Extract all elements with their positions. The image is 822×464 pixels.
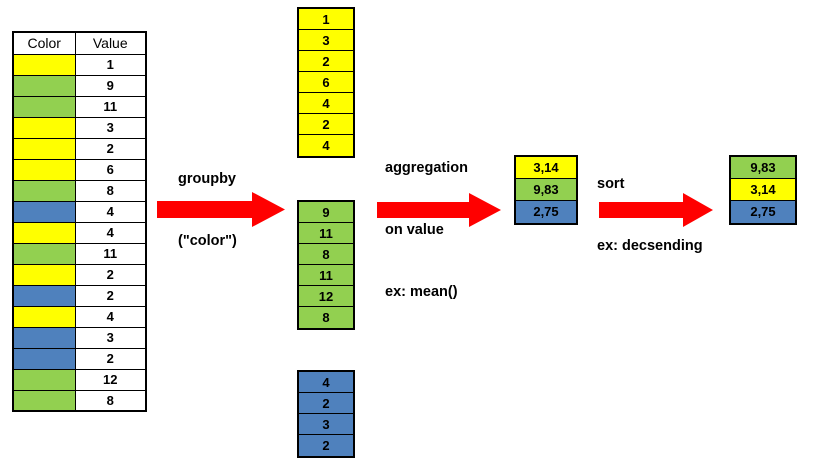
cell-value: 8 <box>74 179 147 202</box>
cell-value: 6 <box>74 158 147 181</box>
cell-value: 12 <box>74 368 147 391</box>
table-row: 11 <box>12 242 147 265</box>
arrow-aggregation-icon <box>377 193 501 232</box>
cell-color-swatch <box>12 347 76 370</box>
label-aggregation-line1: aggregation <box>385 160 468 177</box>
group-cell-green: 11 <box>299 223 353 244</box>
table-row: 4 <box>12 221 147 244</box>
cell-value: 11 <box>74 242 147 265</box>
table-row: 2 <box>12 284 147 307</box>
table-row: 2 <box>12 137 147 160</box>
label-aggregation-line3: ex: mean() <box>385 283 458 300</box>
group-cell-yellow: 4 <box>299 135 353 156</box>
group-cell-green: 8 <box>299 244 353 265</box>
cell-color-swatch <box>12 368 76 391</box>
group-cell-blue: 2 <box>299 393 353 414</box>
table-row: 6 <box>12 158 147 181</box>
cell-value: 3 <box>74 326 147 349</box>
cell-color-swatch <box>12 242 76 265</box>
table-row: 9 <box>12 74 147 97</box>
table-header-row: Color Value <box>12 31 147 55</box>
group-cell-yellow: 3 <box>299 30 353 51</box>
cell-color-swatch <box>12 95 76 118</box>
label-sort: sort ex: decsending <box>597 133 703 298</box>
cell-color-swatch <box>12 284 76 307</box>
table-row: 4 <box>12 200 147 223</box>
group-cell-green: 11 <box>299 265 353 286</box>
table-row: 2 <box>12 263 147 286</box>
label-aggregation: aggregation on value ex: mean() <box>385 117 468 343</box>
table-row: 1 <box>12 53 147 76</box>
cell-value: 2 <box>74 284 147 307</box>
cell-color-swatch <box>12 221 76 244</box>
table-row: 8 <box>12 389 147 412</box>
group-cell-blue: 4 <box>299 372 353 393</box>
aggregated-cell: 9,83 <box>516 179 576 201</box>
table-row: 2 <box>12 347 147 370</box>
cell-value: 2 <box>74 263 147 286</box>
group-cell-yellow: 6 <box>299 72 353 93</box>
group-cell-green: 9 <box>299 202 353 223</box>
sorted-cell: 3,14 <box>731 179 795 201</box>
cell-color-swatch <box>12 326 76 349</box>
group-cell-yellow: 1 <box>299 9 353 30</box>
cell-color-swatch <box>12 116 76 139</box>
cell-color-swatch <box>12 74 76 97</box>
cell-value: 8 <box>74 389 147 412</box>
aggregated-cell: 2,75 <box>516 201 576 223</box>
table-row: 4 <box>12 305 147 328</box>
arrow-groupby-icon <box>157 192 285 232</box>
cell-value: 4 <box>74 200 147 223</box>
label-groupby: groupby ("color") <box>178 128 237 293</box>
label-sort-line2: ex: decsending <box>597 237 703 254</box>
cell-value: 2 <box>74 347 147 370</box>
cell-color-swatch <box>12 179 76 202</box>
cell-color-swatch <box>12 137 76 160</box>
group-cell-blue: 2 <box>299 435 353 456</box>
group-cell-yellow: 2 <box>299 51 353 72</box>
header-value: Value <box>74 31 147 55</box>
label-groupby-line1: groupby <box>178 171 236 188</box>
group-cell-yellow: 4 <box>299 93 353 114</box>
arrow-sort-icon <box>599 193 713 232</box>
label-groupby-line2: ("color") <box>178 232 237 249</box>
group-cell-green: 8 <box>299 307 353 328</box>
aggregated-cell: 3,14 <box>516 157 576 179</box>
cell-value: 11 <box>74 95 147 118</box>
cell-color-swatch <box>12 53 76 76</box>
cell-value: 9 <box>74 74 147 97</box>
cell-value: 4 <box>74 221 147 244</box>
group-cell-blue: 3 <box>299 414 353 435</box>
table-row: 3 <box>12 326 147 349</box>
table-row: 12 <box>12 368 147 391</box>
label-sort-line1: sort <box>597 176 625 193</box>
cell-color-swatch <box>12 389 76 412</box>
group-cell-yellow: 2 <box>299 114 353 135</box>
cell-color-swatch <box>12 305 76 328</box>
table-row: 3 <box>12 116 147 139</box>
group-cell-green: 12 <box>299 286 353 307</box>
cell-color-swatch <box>12 200 76 223</box>
label-aggregation-line2: on value <box>385 221 444 238</box>
cell-value: 4 <box>74 305 147 328</box>
sorted-cell: 9,83 <box>731 157 795 179</box>
header-color: Color <box>12 31 76 55</box>
cell-color-swatch <box>12 158 76 181</box>
table-row: 8 <box>12 179 147 202</box>
sorted-cell: 2,75 <box>731 201 795 223</box>
cell-color-swatch <box>12 263 76 286</box>
cell-value: 1 <box>74 53 147 76</box>
cell-value: 2 <box>74 137 147 160</box>
cell-value: 3 <box>74 116 147 139</box>
table-row: 11 <box>12 95 147 118</box>
